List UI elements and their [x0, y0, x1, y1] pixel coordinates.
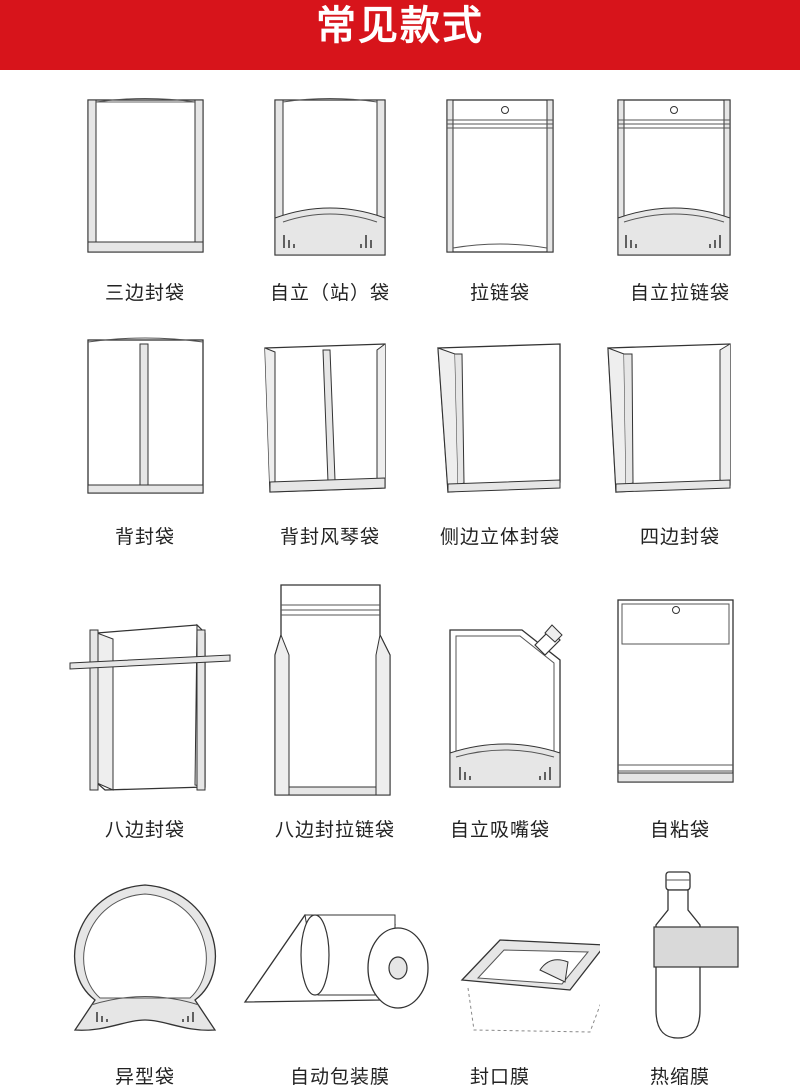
zipper-bag-icon	[446, 99, 554, 253]
item-label: 自动包装膜	[289, 1066, 390, 1088]
back-seal-gusset-bag-icon	[264, 343, 386, 493]
item-label: 侧边立体封袋	[439, 526, 560, 548]
item-label: 自立吸嘴袋	[449, 819, 550, 841]
item-label: 背封风琴袋	[279, 526, 380, 548]
item-shaped-bag: 异型袋	[45, 870, 245, 1088]
item-label: 八边封拉链袋	[274, 819, 395, 841]
item-label: 八边封袋	[104, 819, 185, 841]
item-side-gusset-bag: 侧边立体封袋	[400, 330, 600, 550]
three-side-seal-bag-icon	[87, 98, 204, 253]
four-side-seal-bag-icon	[607, 343, 731, 493]
item-shrink-sleeve: 热缩膜	[580, 870, 780, 1088]
item-stand-up-zipper-pouch: 自立拉链袋	[580, 90, 780, 310]
self-adhesive-bag-icon	[617, 599, 734, 783]
item-four-side-seal-bag: 四边封袋	[580, 330, 780, 550]
eight-side-seal-bag-icon	[69, 623, 231, 791]
spout-pouch-icon	[449, 624, 563, 788]
item-label: 封口膜	[469, 1066, 530, 1088]
side-gusset-bag-icon	[437, 343, 561, 493]
lidding-film-icon	[460, 939, 600, 1033]
back-seal-bag-icon	[87, 337, 204, 494]
packaging-film-roll-icon	[243, 914, 429, 1009]
item-lidding-film: 封口膜	[400, 870, 600, 1088]
item-three-side-seal-bag: 三边封袋	[45, 90, 245, 310]
item-zipper-bag: 拉链袋	[400, 90, 600, 310]
shaped-bag-icon	[73, 884, 217, 1031]
item-self-adhesive-bag: 自粘袋	[580, 575, 780, 845]
item-back-seal-bag: 背封袋	[45, 330, 245, 550]
header-banner: 常见款式	[0, 0, 800, 70]
item-label: 自立（站）袋	[269, 282, 390, 304]
item-label: 拉链袋	[469, 282, 530, 304]
shrink-sleeve-icon	[653, 871, 739, 1039]
item-label: 热缩膜	[649, 1066, 710, 1088]
item-back-seal-gusset-bag: 背封风琴袋	[230, 330, 430, 550]
eight-side-seal-zipper-bag-icon	[274, 584, 391, 796]
item-label: 三边封袋	[104, 282, 185, 304]
page-title: 常见款式	[316, 3, 484, 49]
item-eight-side-seal-bag: 八边封袋	[45, 575, 245, 845]
item-label: 四边封袋	[639, 526, 720, 548]
item-stand-up-pouch: 自立（站）袋	[230, 90, 430, 310]
item-label: 自立拉链袋	[629, 282, 730, 304]
item-packaging-film-roll: 自动包装膜	[240, 870, 440, 1088]
item-label: 异型袋	[114, 1066, 175, 1088]
item-label: 背封袋	[114, 526, 175, 548]
stand-up-pouch-icon	[274, 98, 386, 256]
item-spout-pouch: 自立吸嘴袋	[400, 575, 600, 845]
item-eight-side-seal-zipper-bag: 八边封拉链袋	[235, 575, 435, 845]
stand-up-zipper-pouch-icon	[617, 99, 731, 256]
item-label: 自粘袋	[649, 819, 710, 841]
